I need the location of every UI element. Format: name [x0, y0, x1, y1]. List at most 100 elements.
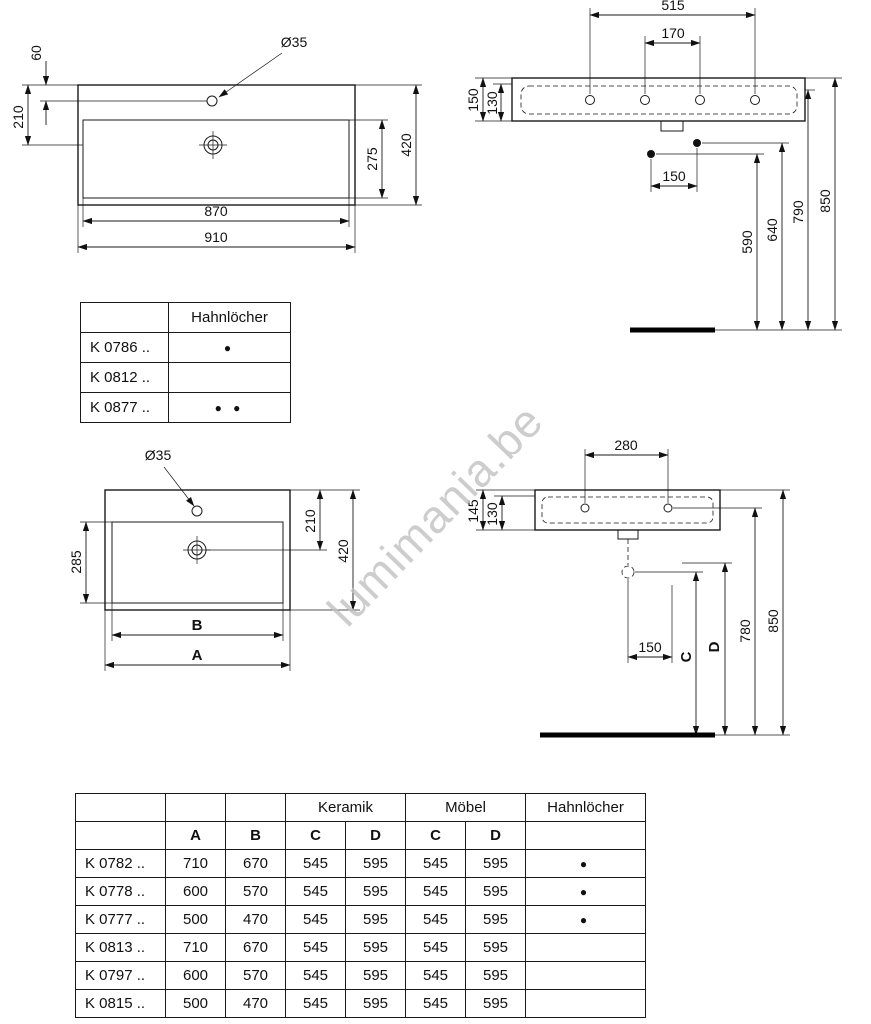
value-cell: 545 — [405, 905, 466, 934]
holes-cell — [168, 362, 291, 393]
dim-label-210: 210 — [302, 509, 318, 533]
value-cell: 545 — [405, 961, 466, 990]
tap-hole — [640, 95, 650, 105]
value-cell: 545 — [285, 989, 346, 1018]
projected-tap-hole — [621, 565, 635, 579]
keramik-header-cell: Keramik — [285, 793, 406, 822]
product-code-cell: K 0777 .. — [75, 905, 166, 934]
tap-hole-callout: Ø35 — [218, 34, 308, 98]
value-cell: 545 — [405, 849, 466, 878]
dim-label-60: 60 — [28, 45, 44, 61]
col-header-C: C — [405, 821, 466, 850]
table-row: K 0786 .. ● — [80, 332, 291, 363]
value-cell: 545 — [285, 877, 346, 906]
holes-cell: ● — [168, 332, 291, 363]
holes-cell — [525, 989, 646, 1018]
col-header-C: C — [285, 821, 346, 850]
dim-label-diameter: Ø35 — [145, 447, 172, 463]
dim-label-640: 640 — [764, 218, 780, 242]
tap-hole — [191, 505, 203, 517]
value-cell: 545 — [405, 877, 466, 906]
table-row: K 0813 .. 710 670 545 595 545 595 — [75, 933, 646, 962]
value-cell: 595 — [465, 877, 526, 906]
holes-cell: ● ● — [168, 392, 291, 423]
value-cell: 595 — [465, 989, 526, 1018]
table-row: K 0778 .. 600 570 545 595 545 595 ● — [75, 877, 646, 906]
value-cell: 670 — [225, 849, 286, 878]
dim-label-850: 850 — [765, 609, 781, 633]
product-code-cell: K 0797 .. — [75, 961, 166, 990]
value-cell: 545 — [405, 933, 466, 962]
empty-header-cell — [80, 302, 169, 333]
holes-cell: ● — [525, 877, 646, 906]
table-row: K 0777 .. 500 470 545 595 545 595 ● — [75, 905, 646, 934]
dim-label-150-fixing: 150 — [662, 168, 686, 184]
tap-hole — [750, 95, 760, 105]
dim-label-A: A — [192, 647, 203, 664]
value-cell: 595 — [345, 905, 406, 934]
fixing-point — [693, 139, 701, 147]
table-header-row: Hahnlöcher — [80, 302, 291, 333]
value-cell: 470 — [225, 905, 286, 934]
dim-label-130: 130 — [484, 91, 500, 115]
holes-cell: ● — [525, 849, 646, 878]
dim-label-850: 850 — [817, 189, 833, 213]
group-header-row: Keramik Möbel Hahnlöcher — [75, 793, 646, 822]
dim-label-145: 145 — [465, 499, 481, 523]
dim-label-790: 790 — [790, 200, 806, 224]
value-cell: 595 — [465, 905, 526, 934]
value-cell: 710 — [165, 933, 226, 962]
basin-profile — [511, 77, 806, 158]
hahnloecher-table: Hahnlöcher K 0786 .. ● K 0812 .. K 0877 … — [80, 302, 291, 423]
value-cell: 595 — [345, 849, 406, 878]
dimensions: 285 210 420 B A — [68, 489, 360, 671]
empty-header-cell — [225, 793, 286, 822]
hahnloecher-header-cell: Hahnlöcher — [525, 793, 646, 822]
holes-cell: ● — [525, 905, 646, 934]
dim-label-diameter: Ø35 — [281, 34, 308, 50]
value-cell: 595 — [345, 933, 406, 962]
dim-label-130: 130 — [484, 502, 500, 526]
col-header-D: D — [345, 821, 406, 850]
value-cell: 570 — [225, 961, 286, 990]
empty-header-cell — [75, 793, 166, 822]
dim-label-280: 280 — [614, 437, 638, 453]
value-cell: 595 — [465, 961, 526, 990]
col-header-D: D — [465, 821, 526, 850]
dim-label-275: 275 — [364, 147, 380, 171]
table-row: K 0877 .. ● ● — [80, 392, 291, 423]
dim-label-150-height: 150 — [465, 88, 481, 112]
value-cell: 600 — [165, 877, 226, 906]
value-cell: 570 — [225, 877, 286, 906]
column-header-row: A B C D C D — [75, 821, 646, 850]
dimensions: 515 170 150 130 150 590 — [465, 0, 842, 333]
spec-table: Keramik Möbel Hahnlöcher A B C D C D K 0… — [75, 793, 646, 1018]
value-cell: 595 — [345, 989, 406, 1018]
table-row: K 0812 .. — [80, 362, 291, 393]
tap-hole-callout: Ø35 — [145, 447, 195, 507]
dim-label-870: 870 — [204, 203, 228, 219]
value-cell: 545 — [285, 849, 346, 878]
dim-label-150: 150 — [638, 639, 662, 655]
tap-hole — [580, 503, 590, 513]
dim-label-285: 285 — [68, 550, 84, 574]
product-code-cell: K 0813 .. — [75, 933, 166, 962]
product-code-cell: K 0786 .. — [80, 332, 169, 363]
col-header-B: B — [225, 821, 286, 850]
dim-label-780: 780 — [737, 619, 753, 643]
dim-label-170: 170 — [661, 25, 685, 41]
dim-label-420: 420 — [335, 539, 351, 563]
col-header-A: A — [165, 821, 226, 850]
dim-label-590: 590 — [739, 230, 755, 254]
value-cell: 595 — [465, 849, 526, 878]
value-cell: 500 — [165, 905, 226, 934]
value-cell: 670 — [225, 933, 286, 962]
tap-hole — [585, 95, 595, 105]
drawing-front-view-large: Ø35 60 210 275 420 — [10, 34, 422, 253]
drain-outlet — [660, 120, 684, 132]
tap-hole — [663, 503, 673, 513]
dim-label-B: B — [192, 617, 203, 634]
moebel-header-cell: Möbel — [405, 793, 526, 822]
hahnloecher-header-cell: Hahnlöcher — [168, 302, 291, 333]
